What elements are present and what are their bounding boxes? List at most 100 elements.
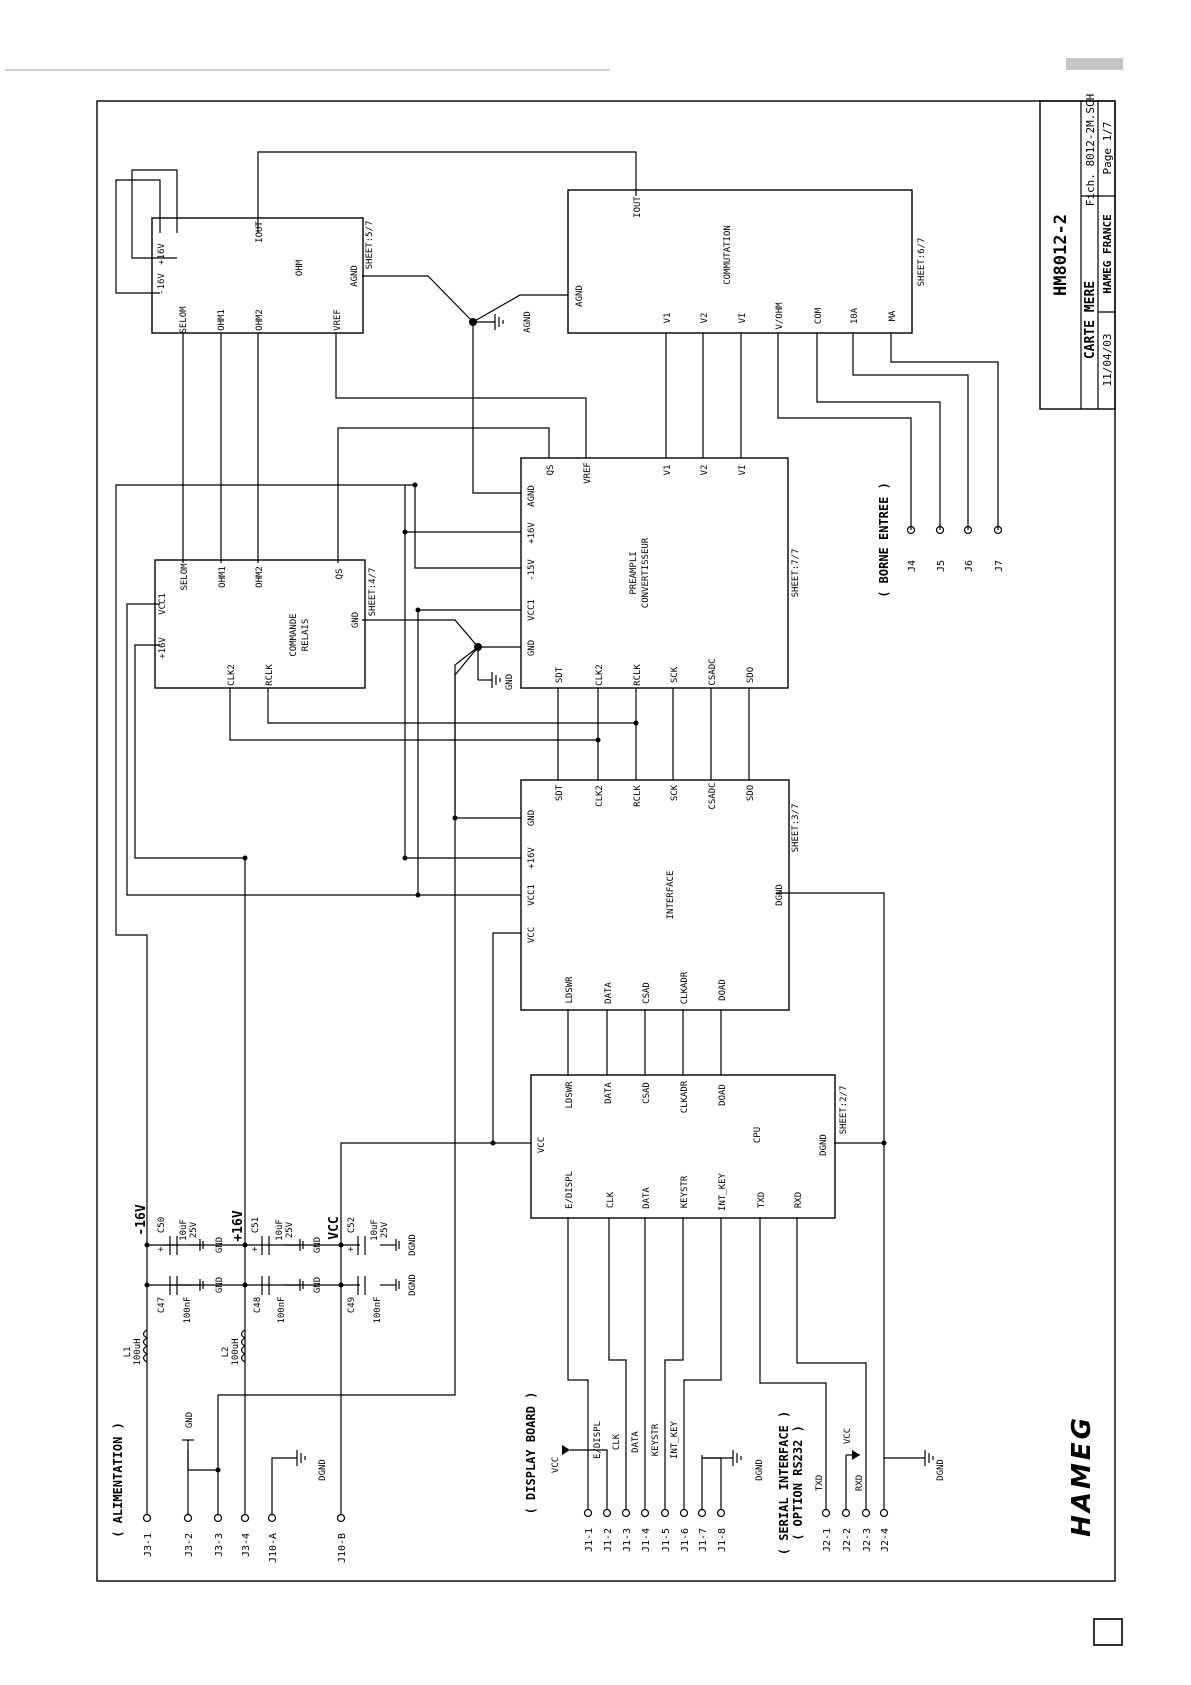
junctions bbox=[144, 318, 887, 1473]
title-company: HAMEG FRANCE bbox=[1101, 214, 1114, 293]
display-signal: VCC bbox=[551, 1457, 561, 1473]
rail-vcc: VCC bbox=[327, 1216, 342, 1239]
pin-label: OHM2 bbox=[255, 566, 265, 588]
c50-value: 10uF bbox=[179, 1219, 189, 1241]
pin-label: CLK bbox=[606, 1191, 616, 1208]
pin-label: +16V bbox=[527, 847, 537, 869]
connector-pin: J3-3 bbox=[214, 1533, 225, 1557]
pin-label: LDSWR bbox=[565, 1081, 575, 1109]
pin-label: CLKADR bbox=[680, 971, 690, 1004]
c52-ref: C52 bbox=[347, 1217, 357, 1233]
pin-label: GND bbox=[527, 640, 537, 656]
title-board: CARTE MERE bbox=[1083, 281, 1098, 359]
pin-label: VI bbox=[738, 465, 748, 476]
hameg-logo-text: HAMEG bbox=[1067, 1415, 1097, 1537]
block-preampli-sheet: SHEET:7/7 bbox=[791, 549, 801, 598]
group-label-borne: ( BORNE ENTREE ) bbox=[877, 482, 891, 598]
pin-label: SDO bbox=[746, 785, 756, 801]
pin-label: V2 bbox=[700, 313, 710, 324]
pin-label: VCC bbox=[527, 927, 537, 943]
ground-label: DGND bbox=[408, 1234, 418, 1256]
group-label-display: ( DISPLAY BOARD ) bbox=[524, 1392, 538, 1515]
ground-label: DGND bbox=[318, 1459, 328, 1481]
pin-label: GND bbox=[351, 612, 361, 628]
connector-group-display: J1-1 J1-2 J1-3 J1-4 J1-5 J1-6 J1-7 J1-8 … bbox=[524, 1392, 728, 1552]
block-commande-name2: RELAIS bbox=[301, 619, 311, 652]
block-ohm-name: OHM bbox=[295, 259, 305, 276]
block-commande-relais: COMMANDE RELAIS SHEET:4/7 VCC1 +16V SELO… bbox=[154, 559, 378, 689]
ground-label: DGND bbox=[936, 1459, 946, 1481]
connector-pin: J2-3 bbox=[862, 1528, 873, 1552]
ground-label: DGND bbox=[408, 1274, 418, 1296]
connector-pin: J2-4 bbox=[880, 1528, 891, 1552]
block-ohm-sheet: SHEET:5/7 bbox=[365, 221, 375, 270]
l2-ref: L2 bbox=[221, 1347, 231, 1358]
pin-label: VREF bbox=[583, 462, 593, 484]
c51-polarity: + bbox=[252, 1245, 258, 1255]
pin-label: +16V bbox=[527, 522, 537, 544]
pin-label: -16V bbox=[157, 273, 167, 295]
power-filter: L1 100uH L2 100uH + + + C50 10uF 25V C47… bbox=[123, 1217, 418, 1366]
title-page: Page 1/7 bbox=[1101, 122, 1114, 175]
pin-label: RXD bbox=[794, 1192, 804, 1208]
connector-pin: J1-8 bbox=[717, 1528, 728, 1552]
l2-value: 100uH bbox=[231, 1338, 241, 1365]
hameg-logo: HAMEG bbox=[1067, 1415, 1097, 1537]
block-commande-name1: COMMANDE bbox=[289, 613, 299, 656]
pin-label: RCLK bbox=[633, 664, 643, 686]
c48-ref: C48 bbox=[253, 1297, 263, 1313]
ground-label: GND bbox=[215, 1237, 225, 1253]
pin-label: CSADC bbox=[708, 658, 718, 685]
pin-label: RCLK bbox=[633, 785, 643, 807]
pin-label: SDT bbox=[555, 784, 565, 801]
pin-label: DATA bbox=[604, 1082, 614, 1104]
pin-label: DATA bbox=[604, 982, 614, 1004]
pin-label: RCLK bbox=[265, 664, 275, 686]
c52-polarity: + bbox=[348, 1245, 354, 1255]
pin-label: -15V bbox=[527, 559, 537, 581]
c51-voltage: 25V bbox=[285, 1221, 295, 1238]
pin-label: VREF bbox=[333, 309, 343, 331]
pin-label: CSADC bbox=[708, 782, 718, 809]
vcc-arrow-serial bbox=[852, 1450, 860, 1460]
block-commande-sheet: SHEET:4/7 bbox=[368, 568, 378, 617]
connector-pin: J1-2 bbox=[603, 1528, 614, 1552]
block-preampli: PREAMPLI CONVERTISSEUR SHEET:7/7 QS AGND… bbox=[520, 457, 801, 689]
l1-ref: L1 bbox=[123, 1347, 133, 1358]
connector-pin: J1-1 bbox=[584, 1528, 595, 1552]
connector-pin: J10-A bbox=[268, 1533, 279, 1563]
pin-label: SDT bbox=[555, 666, 565, 683]
pin-label: COM bbox=[814, 307, 824, 324]
connector-pin: J1-6 bbox=[680, 1528, 691, 1552]
pin-label: E/DISPL bbox=[565, 1171, 575, 1209]
pin-label: VCC1 bbox=[158, 593, 168, 615]
ground-label: GND bbox=[313, 1277, 323, 1293]
ground-label: AGND bbox=[523, 311, 533, 333]
pin-label: VCC bbox=[537, 1137, 547, 1153]
connector-pin: J1-4 bbox=[641, 1528, 652, 1552]
pin-label: CLK2 bbox=[595, 664, 605, 686]
c51-ref: C51 bbox=[251, 1217, 261, 1233]
pin-label: AGND bbox=[350, 265, 360, 287]
pin-label: SDO bbox=[746, 667, 756, 683]
c51-value: 10uF bbox=[275, 1219, 285, 1241]
ground-label: GND bbox=[313, 1237, 323, 1253]
block-commutation-name: COMMUTATION bbox=[723, 225, 733, 285]
title-file: Fich. 8012-2M.SCH bbox=[1084, 94, 1097, 207]
block-interface-sheet: SHEET:3/7 bbox=[791, 804, 801, 853]
l1-value: 100uH bbox=[133, 1338, 143, 1365]
connector-pin: J1-3 bbox=[622, 1528, 633, 1552]
group-label-alimentation: ( ALIMENTATION ) bbox=[111, 1422, 125, 1538]
pin-label: +16V bbox=[158, 637, 168, 659]
c50-polarity: + bbox=[158, 1245, 164, 1255]
pin-label: V/OHM bbox=[775, 302, 785, 330]
display-signal: E/DISPL bbox=[593, 1421, 603, 1459]
title-block: HM8012-2 CARTE MERE Fich. 8012-2M.SCH HA… bbox=[1039, 94, 1116, 410]
block-ohm: OHM SHEET:5/7 -16V +16V IOUT SELOM OHM1 … bbox=[151, 217, 375, 334]
connector-pin: J3-2 bbox=[184, 1533, 195, 1557]
pin-label: KEYSTR bbox=[680, 1175, 690, 1208]
connector-pin: J1-7 bbox=[698, 1528, 709, 1552]
inductor-l1-symbol bbox=[142, 1329, 149, 1363]
pin-label: DGND bbox=[819, 1134, 829, 1156]
pin-label: AGND bbox=[527, 485, 537, 507]
